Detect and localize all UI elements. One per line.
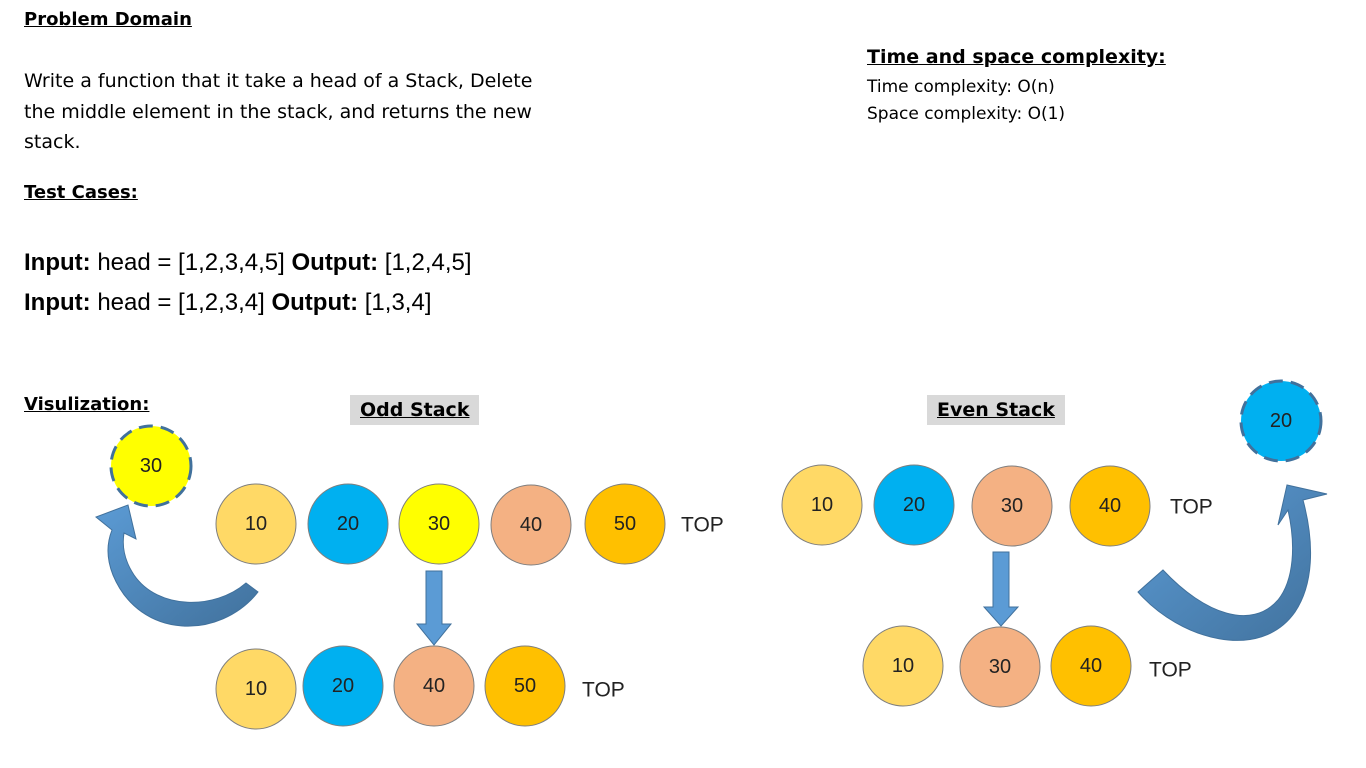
even-before-node-label: 10 <box>811 494 833 516</box>
even-before-node-label: 40 <box>1099 495 1121 517</box>
odd-before-top-label: TOP <box>681 514 724 537</box>
complexity-heading: Time and space complexity: <box>867 46 1166 68</box>
problem-domain-heading: Problem Domain <box>24 9 192 30</box>
even-before-node-label: 30 <box>1001 495 1023 517</box>
even-down-arrow <box>982 551 1020 627</box>
test-case-1-input-label: Input: <box>24 249 91 276</box>
test-case-1-output-label: Output: <box>291 249 379 276</box>
odd-removal-curved-arrow <box>95 504 259 627</box>
even-after-node: 40 <box>1050 625 1132 707</box>
odd-before-node-label: 30 <box>428 513 450 535</box>
odd-before-node-label: 20 <box>337 513 359 535</box>
odd-removed-node: 30 <box>109 424 193 508</box>
space-complexity: Space complexity: O(1) <box>867 104 1066 124</box>
test-cases-heading: Test Cases: <box>24 182 138 203</box>
even-after-node-label: 40 <box>1080 655 1102 677</box>
even-removed-node: 20 <box>1239 379 1323 463</box>
even-after-node-label: 30 <box>989 656 1011 678</box>
odd-after-node: 40 <box>393 645 475 727</box>
odd-before-node: 30 <box>398 483 480 565</box>
odd-removed-node-label: 30 <box>140 455 162 477</box>
odd-before-node: 40 <box>490 484 572 566</box>
odd-stack-title: Odd Stack <box>350 395 480 425</box>
even-removed-node-label: 20 <box>1270 410 1292 432</box>
problem-description: Write a function that it take a head of … <box>24 70 533 153</box>
even-before-node: 10 <box>781 464 863 546</box>
odd-after-top-label: TOP <box>582 679 625 702</box>
odd-after-node-label: 20 <box>332 675 354 697</box>
even-before-row: 10 20 30 40 TOP <box>781 464 1213 547</box>
odd-after-node: 10 <box>215 648 297 730</box>
test-case-2-output-label: Output: <box>271 289 359 316</box>
even-before-node: 40 <box>1069 465 1151 547</box>
even-after-row: 10 30 40 TOP <box>862 625 1192 708</box>
even-after-node: 30 <box>959 626 1041 708</box>
odd-before-node: 20 <box>307 483 389 565</box>
odd-after-node-label: 10 <box>245 678 267 700</box>
even-before-node: 30 <box>971 465 1053 547</box>
odd-before-node-label: 50 <box>614 513 636 535</box>
odd-before-row: 10 20 30 40 50 TOP <box>215 483 724 566</box>
test-case-1-output-value: [1,2,4,5] <box>384 249 472 276</box>
even-after-node: 10 <box>862 625 944 707</box>
odd-before-node-label: 10 <box>245 513 267 535</box>
test-case-1: Input: head = [1,2,3,4,5] Output: [1,2,4… <box>24 249 472 277</box>
odd-after-node: 50 <box>484 645 566 727</box>
even-after-top-label: TOP <box>1149 659 1192 682</box>
test-case-1-input-value: head = [1,2,3,4,5] <box>97 249 285 276</box>
odd-before-node: 50 <box>584 483 666 565</box>
even-before-top-label: TOP <box>1170 496 1213 519</box>
even-stack-title: Even Stack <box>927 395 1065 425</box>
even-after-node-label: 10 <box>892 655 914 677</box>
even-before-node: 20 <box>873 464 955 546</box>
test-case-2-output-value: [1,3,4] <box>364 289 432 316</box>
odd-before-node-label: 40 <box>520 514 542 536</box>
odd-before-node: 10 <box>215 483 297 565</box>
test-case-2-input-label: Input: <box>24 289 91 316</box>
even-before-node-label: 20 <box>903 494 925 516</box>
odd-after-node-label: 40 <box>423 675 445 697</box>
test-case-2-input-value: head = [1,2,3,4] <box>97 289 265 316</box>
test-case-2: Input: head = [1,2,3,4] Output: [1,3,4] <box>24 289 431 317</box>
even-removal-curved-arrow <box>1137 484 1328 641</box>
odd-after-node: 20 <box>302 645 384 727</box>
odd-down-arrow <box>415 570 453 646</box>
odd-after-node-label: 50 <box>514 675 536 697</box>
odd-after-row: 10 20 40 50 TOP <box>215 645 625 730</box>
visualization-heading: Visulization: <box>24 394 150 415</box>
time-complexity: Time complexity: O(n) <box>867 77 1055 97</box>
